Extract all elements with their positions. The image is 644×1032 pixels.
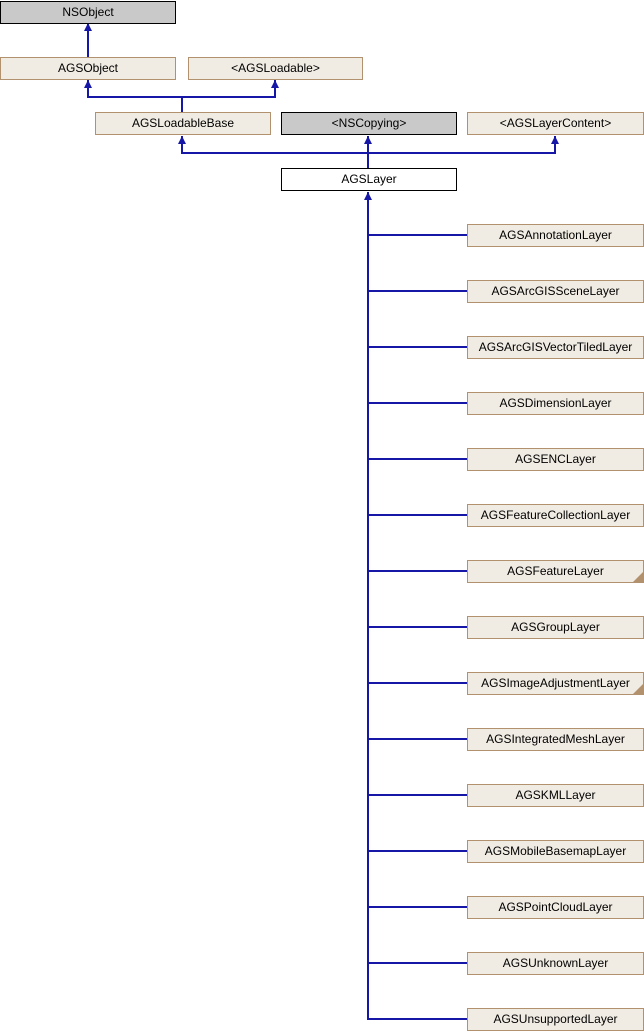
arrowhead-icon xyxy=(551,136,559,144)
subclass-node[interactable]: AGSUnknownLayer xyxy=(467,952,644,975)
edge-line xyxy=(87,24,89,57)
arrowhead-icon xyxy=(84,80,92,88)
edge-branch-line xyxy=(367,850,468,852)
arrowhead-icon xyxy=(271,80,279,88)
class-node-agsobject[interactable]: AGSObject xyxy=(0,57,176,80)
class-node-agslayercontent[interactable]: <AGSLayerContent> xyxy=(467,112,644,135)
subclass-node[interactable]: AGSDimensionLayer xyxy=(467,392,644,415)
edge-line xyxy=(181,152,556,154)
edge-line xyxy=(87,80,89,96)
edge-line xyxy=(367,136,369,152)
subclass-node[interactable]: AGSENCLayer xyxy=(467,448,644,471)
subclass-node[interactable]: AGSFeatureLayer xyxy=(467,560,644,583)
subclass-node[interactable]: AGSImageAdjustmentLayer xyxy=(467,672,644,695)
subclass-node[interactable]: AGSKMLLayer xyxy=(467,784,644,807)
edge-branch-line xyxy=(367,962,468,964)
class-node-nscopying: <NSCopying> xyxy=(281,112,457,135)
arrowhead-icon xyxy=(178,136,186,144)
edge-branch-line xyxy=(367,234,468,236)
edge-branch-line xyxy=(367,738,468,740)
class-node-nsobject: NSObject xyxy=(0,1,176,24)
subclass-node[interactable]: AGSIntegratedMeshLayer xyxy=(467,728,644,751)
subclass-node[interactable]: AGSPointCloudLayer xyxy=(467,896,644,919)
class-node-agslayer[interactable]: AGSLayer xyxy=(281,168,457,191)
class-node-agsloadablebase[interactable]: AGSLoadableBase xyxy=(95,112,271,135)
edge-line xyxy=(274,80,276,96)
has-children-fold-icon xyxy=(633,684,643,694)
edge-line xyxy=(554,136,556,152)
edge-trunk-line xyxy=(367,192,369,1020)
has-children-fold-icon xyxy=(633,572,643,582)
edge-branch-line xyxy=(367,402,468,404)
arrowhead-icon xyxy=(84,23,92,31)
edge-branch-line xyxy=(367,514,468,516)
edge-branch-line xyxy=(367,794,468,796)
edge-branch-line xyxy=(367,906,468,908)
edge-branch-line xyxy=(367,570,468,572)
arrowhead-icon xyxy=(364,192,372,200)
edge-branch-line xyxy=(367,458,468,460)
edge-branch-line xyxy=(367,1018,468,1020)
subclass-node[interactable]: AGSArcGISSceneLayer xyxy=(467,280,644,303)
subclass-node[interactable]: AGSGroupLayer xyxy=(467,616,644,639)
edge-line xyxy=(181,96,183,112)
edge-branch-line xyxy=(367,626,468,628)
subclass-node[interactable]: AGSAnnotationLayer xyxy=(467,224,644,247)
class-node-agsloadable[interactable]: <AGSLoadable> xyxy=(188,57,363,80)
subclass-node[interactable]: AGSArcGISVectorTiledLayer xyxy=(467,336,644,359)
edge-branch-line xyxy=(367,290,468,292)
subclass-node[interactable]: AGSFeatureCollectionLayer xyxy=(467,504,644,527)
edge-branch-line xyxy=(367,346,468,348)
subclass-node[interactable]: AGSMobileBasemapLayer xyxy=(467,840,644,863)
subclass-node[interactable]: AGSUnsupportedLayer xyxy=(467,1008,644,1031)
edge-line xyxy=(181,136,183,152)
edge-line xyxy=(367,154,369,168)
edge-branch-line xyxy=(367,682,468,684)
arrowhead-icon xyxy=(364,136,372,144)
